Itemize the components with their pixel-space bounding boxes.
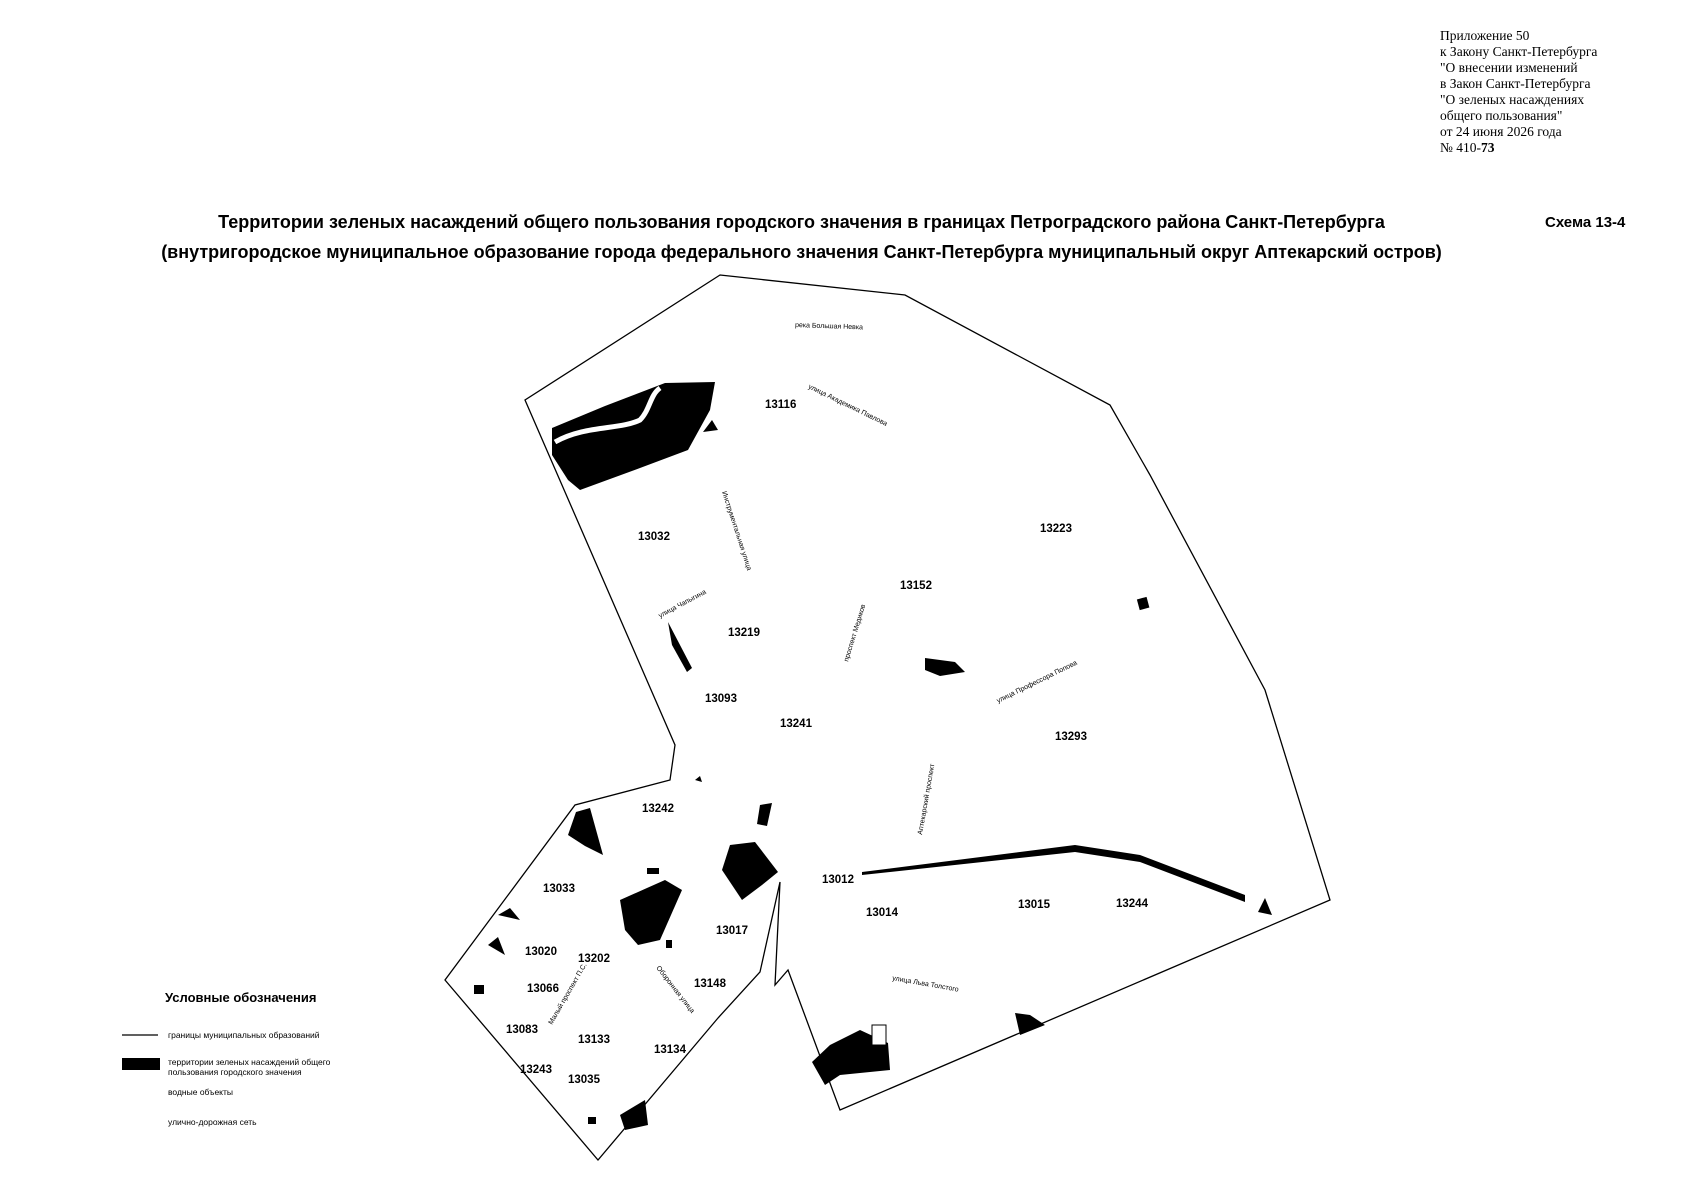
zone-number: 13293: [1055, 731, 1087, 743]
street-label: Оборонная улица: [654, 964, 696, 1015]
legend-item-label: территории зеленых насаждений общего: [168, 1057, 331, 1067]
water-stream: [553, 385, 662, 445]
zone-number: 13014: [866, 907, 899, 919]
green-zone-shape: [862, 845, 1245, 902]
zone-number: 13219: [728, 627, 760, 639]
green-zone-shape: [666, 940, 672, 948]
zone-number: 13012: [822, 874, 854, 886]
annex-line: "О внесении изменений: [1440, 60, 1578, 75]
annex-line: общего пользования": [1440, 108, 1563, 123]
zone-number: 13017: [716, 925, 748, 937]
annex-number-prefix: № 410-: [1440, 140, 1482, 155]
zone-number: 13133: [578, 1034, 610, 1046]
green-zone-shape: [925, 658, 965, 676]
zone-number: 13035: [568, 1074, 601, 1086]
scheme-label: Схема 13-4: [1545, 214, 1626, 231]
zone-number: 13116: [765, 399, 796, 411]
green-zone-shape: [647, 868, 659, 874]
annex-number-bold: 73: [1481, 140, 1495, 155]
zone-number: 13152: [900, 580, 932, 592]
green-zone-shape: [1258, 898, 1272, 915]
green-zone-shape: [620, 1100, 648, 1130]
green-zone-shape: [498, 908, 520, 920]
zone-number: 13223: [1040, 523, 1072, 535]
annex-line: от 24 июня 2026 года: [1440, 124, 1562, 139]
green-zone-shape: [812, 1030, 890, 1085]
green-zone-shape: [757, 803, 772, 826]
zone-number: 13202: [578, 953, 610, 965]
zone-number: 13020: [525, 946, 557, 958]
zone-number: 13066: [527, 983, 559, 995]
zone-number: 13243: [520, 1064, 552, 1076]
annex-line: в Закон Санкт-Петербурга: [1440, 76, 1591, 91]
green-zone-shape: [722, 842, 778, 900]
legend-item-label: пользования городского значения: [168, 1067, 302, 1077]
annex-number: № 410-73: [1440, 140, 1680, 156]
zone-number: 13033: [543, 883, 575, 895]
annex-line: "О зеленых насаждениях: [1440, 92, 1585, 107]
legend-item-label: улично-дорожная сеть: [168, 1117, 257, 1127]
green-zone-shape: [1136, 596, 1150, 611]
street-label: река Большая Невка: [795, 322, 863, 331]
green-zone-shape: [474, 985, 484, 994]
zone-number: 13242: [642, 803, 674, 815]
green-zone-shape: [552, 382, 715, 490]
legend-item-label: границы муниципальных образований: [168, 1030, 320, 1040]
zone-number: 13148: [694, 978, 727, 990]
street-label: Инструментальная улица: [720, 490, 752, 571]
street-label: улица Льва Толстого: [892, 975, 960, 994]
green-zone-shape: [568, 808, 603, 855]
zone-number: 13134: [654, 1044, 687, 1056]
green-zone-symbol: [122, 1058, 160, 1070]
street-label: улица Академика Павлова: [807, 384, 888, 428]
zone-number: 13241: [780, 718, 813, 730]
green-zone-shape: [488, 937, 505, 955]
green-zone-shape: [1015, 1013, 1045, 1035]
street-label: Аптекарский проспект: [916, 762, 937, 835]
street-label: проспект Медиков: [843, 603, 867, 662]
map-title-line2: (внутригородское муниципальное образован…: [161, 242, 1442, 262]
annex-block: Приложение 50 к Закону Санкт-Петербурга …: [1440, 28, 1680, 156]
zone-number: 13015: [1018, 899, 1051, 911]
legend-title: Условные обозначения: [165, 990, 317, 1005]
green-zone-shape: [588, 1117, 596, 1124]
annex-line: к Закону Санкт-Петербурга: [1440, 44, 1598, 59]
zone-number: 13032: [638, 531, 670, 543]
street-label: улица Профессора Попова: [996, 660, 1079, 705]
municipal-boundary: [444, 274, 1331, 1162]
legend-item-label: водные объекты: [168, 1087, 233, 1097]
map-title-line1: Территории зеленых насаждений общего пол…: [218, 212, 1385, 232]
green-zone-shape: [871, 1024, 887, 1046]
annex-line: Приложение 50: [1440, 28, 1530, 43]
green-zone-shape: [695, 776, 702, 782]
zone-number: 13083: [506, 1024, 538, 1036]
zone-number: 13093: [705, 693, 737, 705]
green-zone-shape: [703, 420, 718, 432]
zone-number: 13244: [1116, 898, 1149, 910]
green-zone-shape: [668, 622, 692, 672]
boundary-line-symbol: [122, 1034, 158, 1036]
street-label: улица Чапыгина: [658, 589, 708, 620]
green-zone-shape: [620, 880, 682, 945]
